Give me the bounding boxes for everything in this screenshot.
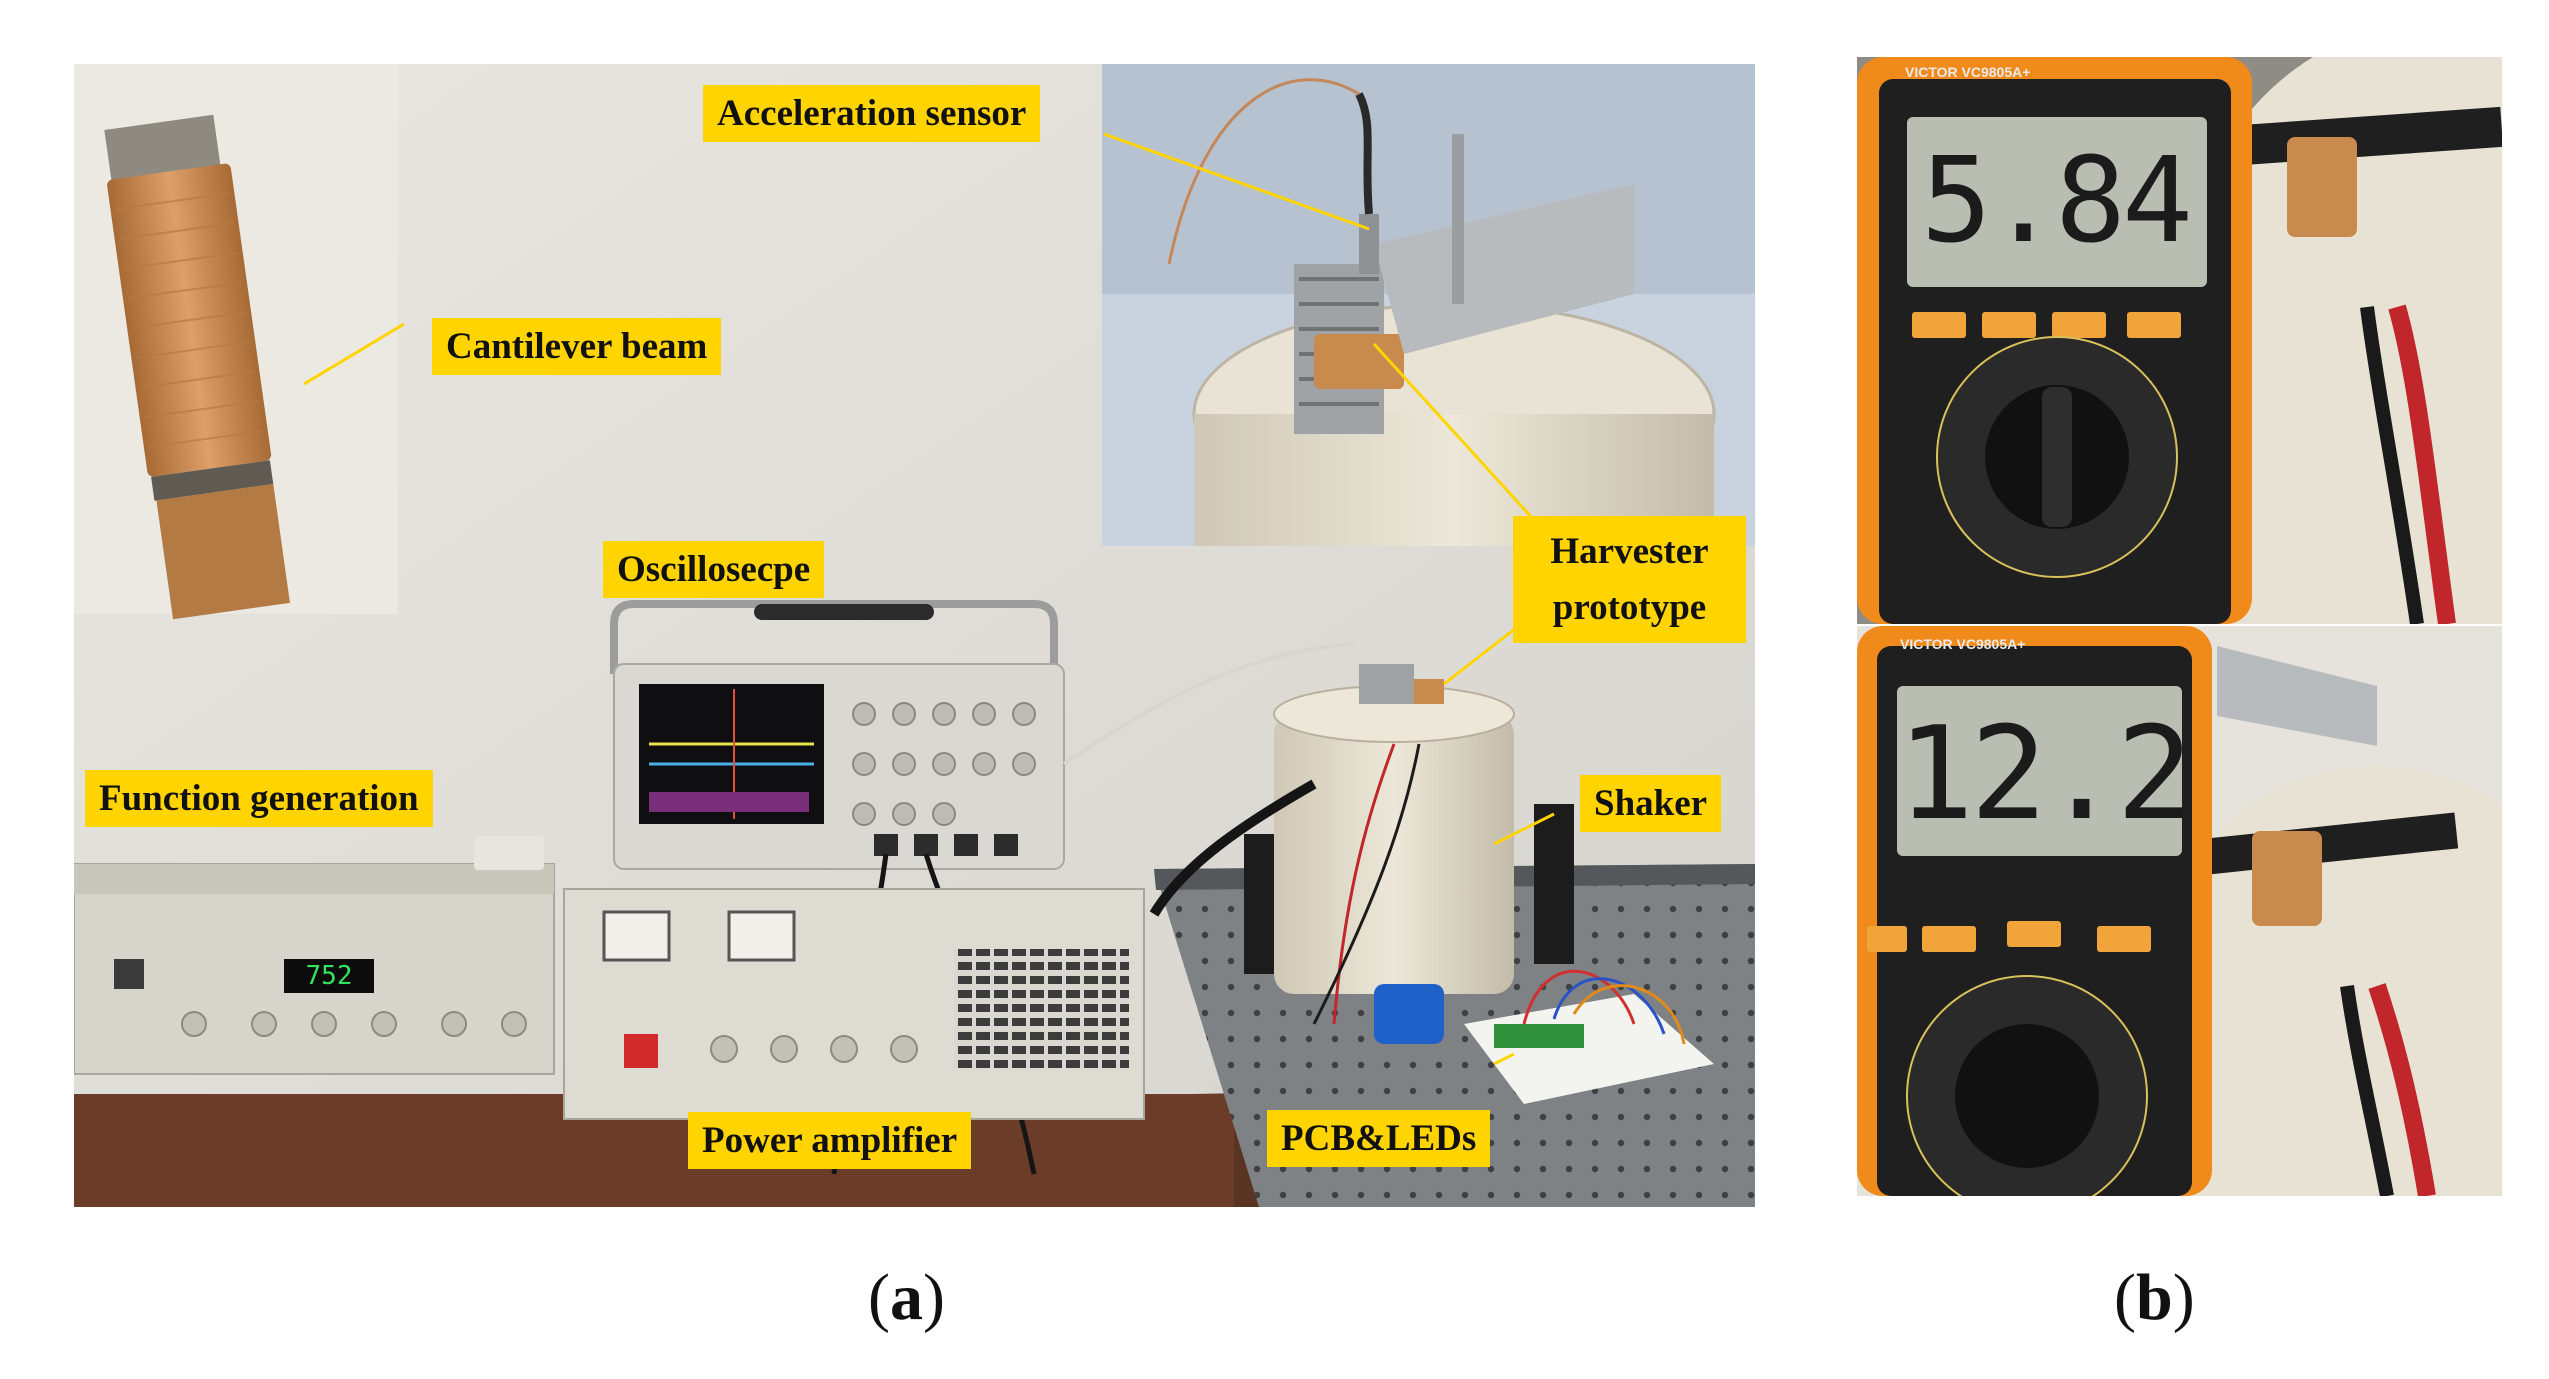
lab-setup-scene [74, 64, 1755, 1207]
label-function-generation: Function generation [85, 770, 433, 828]
multimeter-top-brand: VICTOR VC9805A+ [1905, 64, 2031, 80]
panel-b-bottom-photo [1857, 626, 2502, 1196]
caption-b-letter: b [2135, 1261, 2173, 1334]
multimeter-bottom-reading: 12.2 [1897, 700, 2193, 849]
multimeter-top-reading: 5.84 [1920, 131, 2193, 269]
caption-a-letter: a [889, 1261, 923, 1334]
caption-panel-a: (a) [868, 1261, 945, 1334]
label-power-amplifier: Power amplifier [688, 1112, 972, 1170]
multimeter-bottom-brand: VICTOR VC9805A+ [1900, 636, 2026, 652]
panel-b-top-photo [1857, 57, 2502, 624]
caption-panel-b: (b) [2114, 1261, 2195, 1334]
label-harvester-prototype: Harvester prototype [1513, 516, 1746, 643]
multimeter-scene-top [1857, 57, 2502, 624]
function-generator-display: 752 [284, 959, 374, 993]
panel-a-photo [74, 64, 1755, 1207]
label-oscilloscope: Oscillosecpe [603, 541, 825, 599]
label-cantilever-beam: Cantilever beam [432, 318, 722, 376]
label-pcb-leds: PCB&LEDs [1267, 1110, 1491, 1168]
label-acceleration-sensor: Acceleration sensor [703, 85, 1041, 143]
multimeter-scene-bottom [1857, 626, 2502, 1196]
label-shaker: Shaker [1580, 775, 1722, 833]
